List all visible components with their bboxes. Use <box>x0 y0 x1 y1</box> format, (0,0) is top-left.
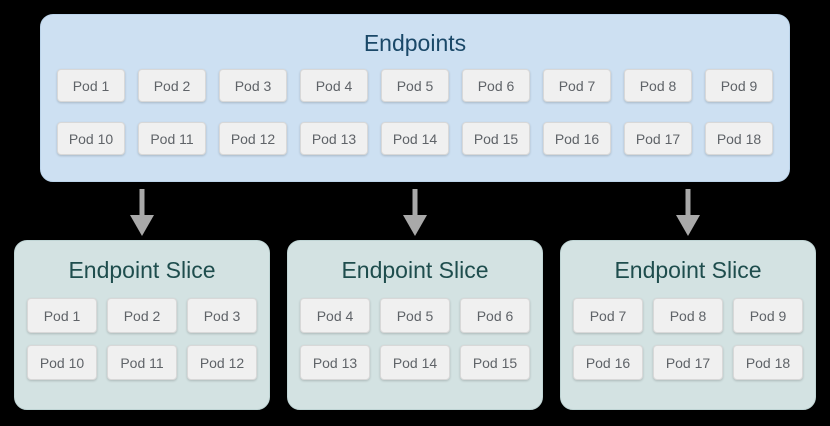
slice-2-pod-row-1: Pod 4 Pod 5 Pod 6 <box>300 298 530 333</box>
endpoint-slice-container-3: Endpoint Slice Pod 7 Pod 8 Pod 9 Pod 16 … <box>560 240 816 410</box>
slice-3-pod-row-2: Pod 16 Pod 17 Pod 18 <box>573 345 803 380</box>
pod-box: Pod 3 <box>219 69 287 102</box>
pod-box: Pod 3 <box>187 298 257 333</box>
pod-box: Pod 8 <box>653 298 723 333</box>
pod-box: Pod 17 <box>624 122 692 155</box>
pod-box: Pod 5 <box>380 298 450 333</box>
pod-box: Pod 2 <box>107 298 177 333</box>
endpoints-title: Endpoints <box>363 30 467 56</box>
endpoint-slice-title: Endpoint Slice <box>341 257 489 283</box>
pod-box: Pod 9 <box>733 298 803 333</box>
slice-3-pod-row-1: Pod 7 Pod 8 Pod 9 <box>573 298 803 333</box>
endpoint-slice-container-1: Endpoint Slice Pod 1 Pod 2 Pod 3 Pod 10 … <box>14 240 270 410</box>
endpoints-pod-row-2: Pod 10 Pod 11 Pod 12 Pod 13 Pod 14 Pod 1… <box>57 122 773 155</box>
pod-box: Pod 8 <box>624 69 692 102</box>
pod-box: Pod 14 <box>381 122 449 155</box>
pod-box: Pod 12 <box>219 122 287 155</box>
pod-box: Pod 18 <box>733 345 803 380</box>
pod-box: Pod 7 <box>543 69 611 102</box>
pod-box: Pod 6 <box>460 298 530 333</box>
pod-box: Pod 1 <box>27 298 97 333</box>
pod-box: Pod 10 <box>57 122 125 155</box>
endpoint-slice-title: Endpoint Slice <box>614 257 762 283</box>
endpoint-slice-title: Endpoint Slice <box>68 257 216 283</box>
pod-box: Pod 4 <box>300 69 368 102</box>
down-arrow-icon <box>130 189 154 236</box>
slice-2-pod-row-2: Pod 13 Pod 14 Pod 15 <box>300 345 530 380</box>
pod-box: Pod 16 <box>573 345 643 380</box>
pod-box: Pod 10 <box>27 345 97 380</box>
pod-box: Pod 6 <box>462 69 530 102</box>
pod-box: Pod 15 <box>462 122 530 155</box>
pod-box: Pod 18 <box>705 122 773 155</box>
pod-box: Pod 11 <box>138 122 206 155</box>
pod-box: Pod 2 <box>138 69 206 102</box>
pod-box: Pod 16 <box>543 122 611 155</box>
pod-box: Pod 11 <box>107 345 177 380</box>
pod-box: Pod 5 <box>381 69 449 102</box>
slice-1-pod-row-2: Pod 10 Pod 11 Pod 12 <box>27 345 257 380</box>
pod-box: Pod 12 <box>187 345 257 380</box>
pod-box: Pod 15 <box>460 345 530 380</box>
pod-box: Pod 14 <box>380 345 450 380</box>
slice-1-pod-row-1: Pod 1 Pod 2 Pod 3 <box>27 298 257 333</box>
pod-box: Pod 7 <box>573 298 643 333</box>
pod-box: Pod 9 <box>705 69 773 102</box>
pod-box: Pod 17 <box>653 345 723 380</box>
endpoint-slice-container-2: Endpoint Slice Pod 4 Pod 5 Pod 6 Pod 13 … <box>287 240 543 410</box>
pod-box: Pod 4 <box>300 298 370 333</box>
down-arrow-icon <box>403 189 427 236</box>
down-arrow-icon <box>676 189 700 236</box>
endpoints-container: Endpoints Pod 1 Pod 2 Pod 3 Pod 4 Pod 5 … <box>40 14 790 182</box>
pod-box: Pod 13 <box>300 345 370 380</box>
endpoints-pod-row-1: Pod 1 Pod 2 Pod 3 Pod 4 Pod 5 Pod 6 Pod … <box>57 69 773 102</box>
pod-box: Pod 13 <box>300 122 368 155</box>
pod-box: Pod 1 <box>57 69 125 102</box>
